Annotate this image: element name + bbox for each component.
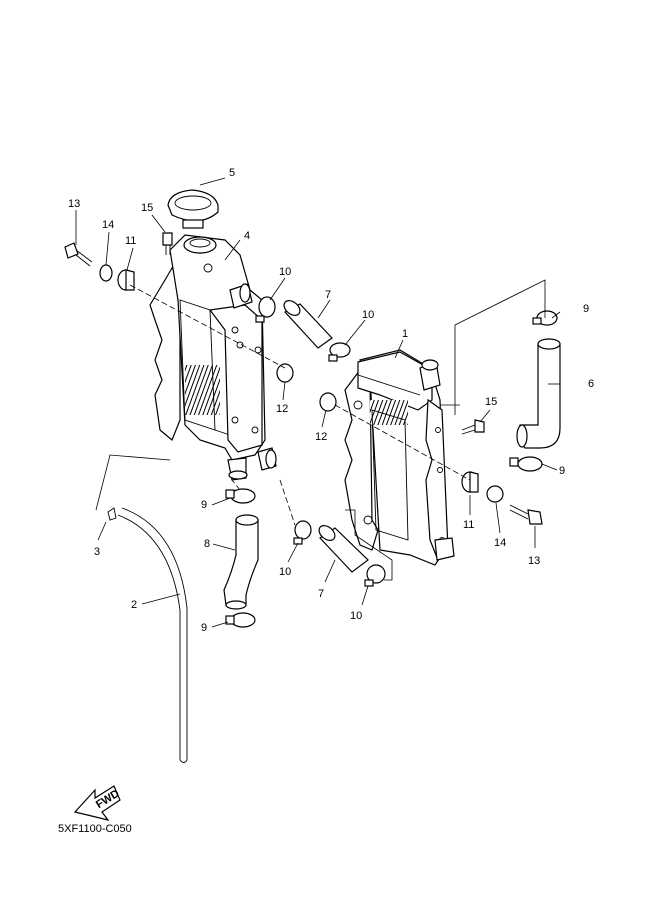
hose-7-upper xyxy=(283,300,333,349)
callout-8: 8 xyxy=(204,538,210,550)
left-radiator xyxy=(149,234,277,481)
callout-10: 10 xyxy=(350,610,362,622)
callout-9: 9 xyxy=(559,465,565,477)
callout-12: 12 xyxy=(276,403,288,415)
callout-12: 12 xyxy=(315,431,327,443)
callout-11: 11 xyxy=(463,519,474,531)
fasteners xyxy=(64,232,543,525)
callout-7: 7 xyxy=(318,588,324,600)
callout-10: 10 xyxy=(279,566,291,578)
callout-5: 5 xyxy=(229,167,235,179)
callout-15: 15 xyxy=(141,202,153,214)
drawing-code: 5XF1100-C050 xyxy=(58,823,132,835)
radiator-cap xyxy=(167,189,219,229)
hose-8 xyxy=(223,514,259,610)
callout-4: 4 xyxy=(244,230,250,242)
callout-10: 10 xyxy=(279,266,291,278)
callout-3: 3 xyxy=(94,546,100,558)
callout-7: 7 xyxy=(325,289,331,301)
callout-9: 9 xyxy=(201,622,207,634)
callout-13: 13 xyxy=(68,198,80,210)
callout-14: 14 xyxy=(102,219,114,231)
clip-3 xyxy=(107,507,117,521)
leader-lines xyxy=(75,177,561,628)
fwd-arrow-icon: FWD xyxy=(73,785,122,821)
hose-7-lower xyxy=(318,525,369,573)
callout-9: 9 xyxy=(583,303,589,315)
callout-15: 15 xyxy=(485,396,497,408)
breather-hose-2 xyxy=(117,507,188,763)
callout-6: 6 xyxy=(588,378,594,390)
clamps xyxy=(225,296,558,628)
callout-11: 11 xyxy=(125,235,136,247)
callout-labels: 5 13 14 15 11 4 10 7 10 1 9 6 12 12 15 9… xyxy=(68,167,594,634)
callout-1: 1 xyxy=(402,328,408,340)
callout-10: 10 xyxy=(362,309,374,321)
callout-14: 14 xyxy=(494,537,506,549)
callout-9: 9 xyxy=(201,499,207,511)
callout-13: 13 xyxy=(528,555,540,567)
right-radiator xyxy=(344,349,455,566)
callout-2: 2 xyxy=(131,599,137,611)
hose-6 xyxy=(516,338,561,449)
